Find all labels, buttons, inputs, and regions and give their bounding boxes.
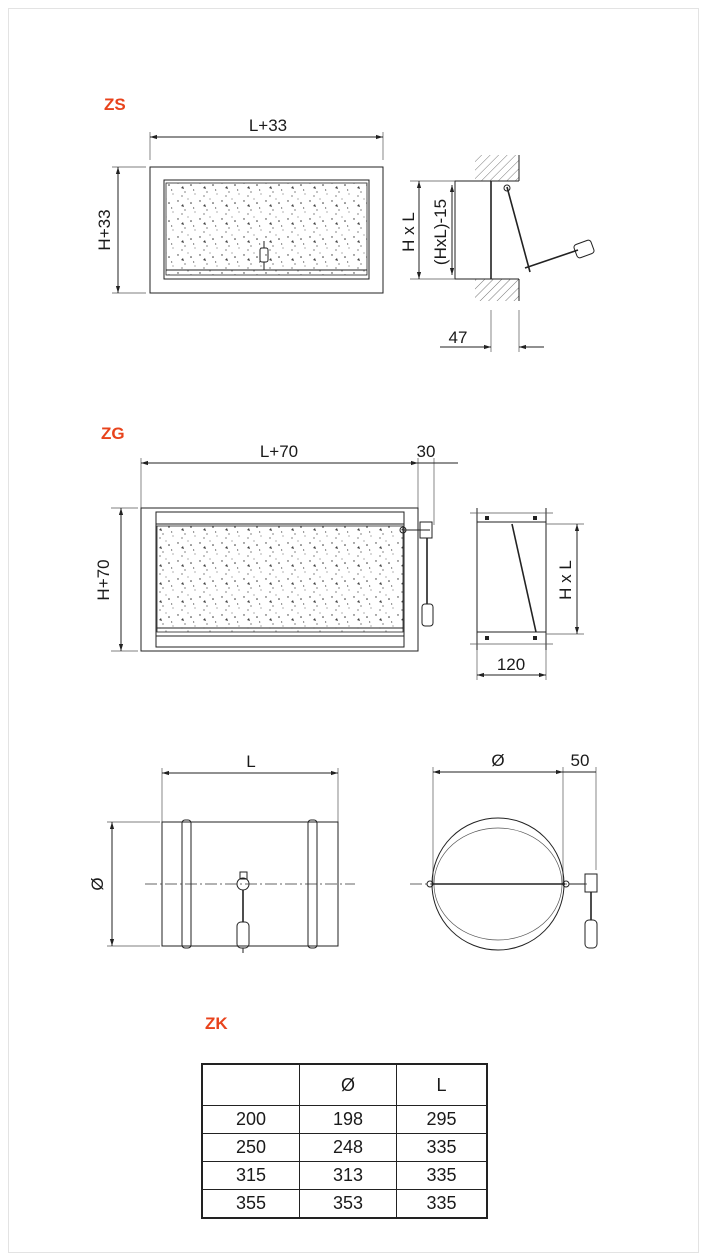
table-header-length: L xyxy=(396,1063,488,1106)
table-cell: 335 xyxy=(396,1189,488,1219)
dim-zg-depth: 120 xyxy=(497,655,525,674)
section-label-zk: ZK xyxy=(205,1014,228,1033)
table-cell: 353 xyxy=(299,1189,397,1219)
zk-side-view: L Ø xyxy=(88,752,355,953)
zs-side-view: H x L (HxL)-15 47 xyxy=(399,155,595,352)
zk-front-view: Ø 50 xyxy=(410,751,598,951)
table-row: 250 248 335 xyxy=(201,1133,488,1162)
dim-zk-handle: 50 xyxy=(571,751,590,770)
section-label-zg: ZG xyxy=(101,424,125,443)
table-row: 315 313 335 xyxy=(201,1161,488,1190)
table-header-size xyxy=(201,1063,300,1106)
table-header-row: Ø L xyxy=(201,1063,488,1106)
dim-zk-diameter-front: Ø xyxy=(491,751,504,770)
zg-front-view: L+70 30 H+70 xyxy=(94,442,458,652)
section-label-zs: ZS xyxy=(104,95,126,114)
table-cell: 250 xyxy=(201,1133,300,1162)
dim-zs-height: H+33 xyxy=(95,209,114,250)
dim-zg-hxl: H x L xyxy=(556,560,575,600)
zs-front-view: L+33 H+33 xyxy=(95,116,384,294)
table-cell: 313 xyxy=(299,1161,397,1190)
table-cell: 248 xyxy=(299,1133,397,1162)
dim-zs-hxl: H x L xyxy=(399,212,418,252)
table-cell: 355 xyxy=(201,1189,300,1219)
dim-zg-width: L+70 xyxy=(260,442,298,461)
table-cell: 335 xyxy=(396,1161,488,1190)
table-cell: 200 xyxy=(201,1105,300,1134)
dim-zk-diameter-side: Ø xyxy=(88,877,107,890)
table-cell: 295 xyxy=(396,1105,488,1134)
table-row: 200 198 295 xyxy=(201,1105,488,1134)
dim-zs-width: L+33 xyxy=(249,116,287,135)
zk-dimension-table: Ø L 200 198 295 250 248 335 315 313 335 … xyxy=(201,1063,488,1219)
table-cell: 315 xyxy=(201,1161,300,1190)
dim-zs-depth: 47 xyxy=(449,328,468,347)
zg-side-view: H x L 120 xyxy=(470,508,584,680)
dim-zk-length: L xyxy=(246,752,255,771)
dim-zg-handle: 30 xyxy=(417,442,436,461)
table-row: 355 353 335 xyxy=(201,1189,488,1219)
table-header-diameter: Ø xyxy=(299,1063,397,1106)
table-cell: 198 xyxy=(299,1105,397,1134)
table-cell: 335 xyxy=(396,1133,488,1162)
dim-zg-height: H+70 xyxy=(94,559,113,600)
dim-zs-inner: (HxL)-15 xyxy=(431,199,450,265)
